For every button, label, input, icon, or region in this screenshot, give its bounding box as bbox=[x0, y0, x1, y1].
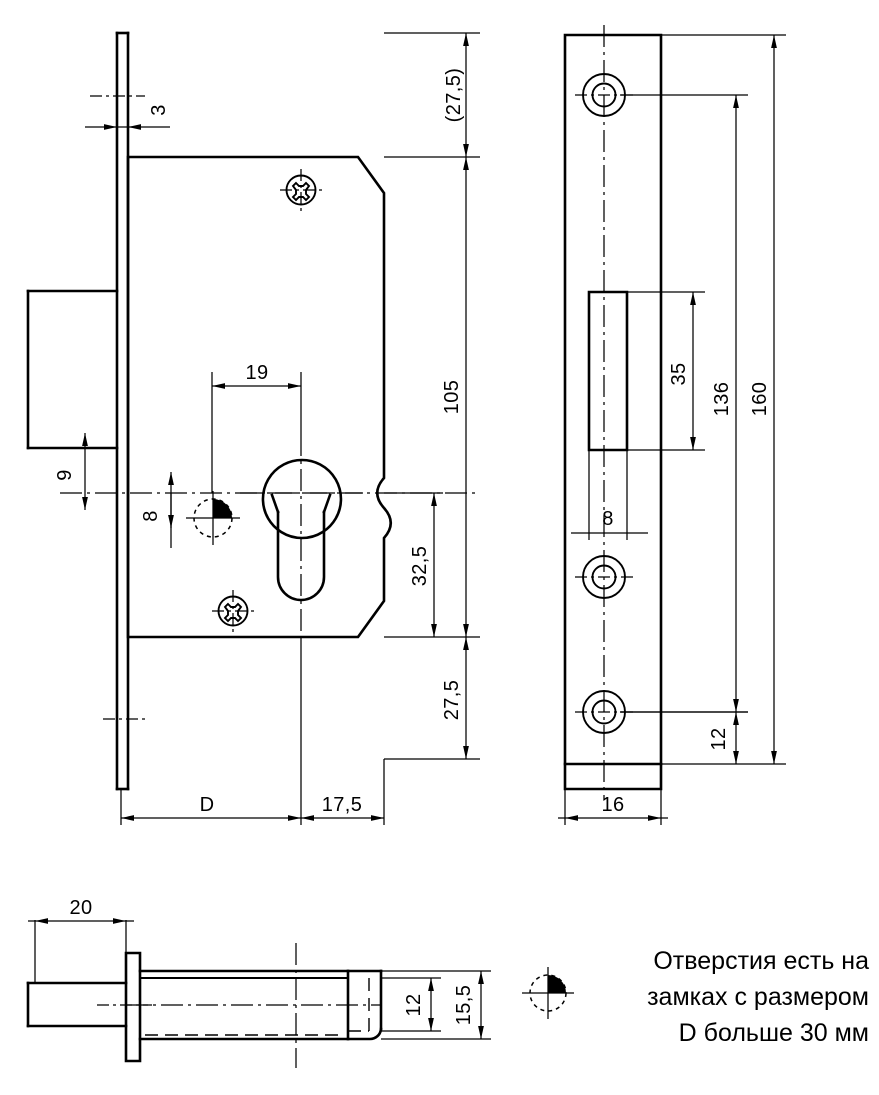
dim-body-height: 105 bbox=[441, 157, 469, 637]
front-view: (27,5) 105 27,5 32,5 bbox=[26, 31, 480, 825]
dim-front-edge-text: 17,5 bbox=[322, 794, 363, 816]
dim-keyhole-height-text: 32,5 bbox=[409, 546, 431, 587]
front-lock-body bbox=[126, 155, 393, 639]
dim-bottom-offset-text: 27,5 bbox=[441, 680, 463, 721]
dim-top-offset-text: (27,5) bbox=[443, 68, 465, 123]
dim-total-length-text: 160 bbox=[749, 382, 771, 417]
dim-bolt-offset-9: 9 bbox=[54, 433, 110, 510]
dim-bolt-offset-9-text: 9 bbox=[54, 469, 76, 481]
dim-total-length-160: 160 bbox=[661, 34, 786, 765]
side-screw-hole-middle bbox=[575, 555, 633, 599]
dim-bottom-hole-text: 12 bbox=[708, 727, 730, 750]
bolt-tail bbox=[26, 981, 152, 1028]
side-view: 160 136 35 8 bbox=[558, 25, 786, 825]
front-screw-upper bbox=[280, 169, 322, 211]
dim-faceplate-offset-text: 20 bbox=[69, 897, 92, 919]
dim-bolt-inner-12: 12 bbox=[381, 977, 441, 1032]
dim-backset-D-text: D bbox=[200, 794, 215, 816]
dim-pin-offset-8: 8 bbox=[140, 472, 174, 548]
dim-bolt-height-text: 15,5 bbox=[453, 985, 475, 1026]
dim-faceplate-width-text: 16 bbox=[601, 794, 624, 816]
dim-backset-19-text: 19 bbox=[245, 362, 268, 384]
dim-hole-spacing-136: 136 bbox=[620, 94, 748, 713]
dim-bolt-inner-text: 12 bbox=[403, 993, 425, 1016]
dim-slot-length-text: 35 bbox=[668, 362, 690, 385]
side-bolt-slot bbox=[587, 290, 629, 452]
dim-slot-length-35: 35 bbox=[627, 291, 705, 451]
dim-body-height-text: 105 bbox=[441, 380, 463, 415]
hole-note-line-3: D больше 30 мм bbox=[679, 1019, 869, 1047]
dim-top-offset: (27,5) bbox=[384, 32, 480, 158]
dim-hole-spacing-text: 136 bbox=[711, 382, 733, 417]
dim-slot-width-8: 8 bbox=[571, 450, 648, 540]
front-option-hole-marker bbox=[186, 491, 240, 545]
dim-faceplate-offset-20: 20 bbox=[28, 897, 134, 983]
front-faceplate bbox=[115, 31, 130, 791]
side-faceplate-outline bbox=[563, 33, 663, 791]
hole-note-legend: Отверстия есть на замках с размером D бо… bbox=[522, 947, 869, 1047]
hole-note-line-2: замках с размером bbox=[647, 983, 869, 1011]
dim-faceplate-width-16: 16 bbox=[558, 764, 668, 825]
dim-bottom-hole-12: 12 bbox=[620, 711, 748, 764]
dim-bottom-offset: 27,5 bbox=[384, 636, 480, 760]
dim-slot-width-text: 8 bbox=[602, 508, 614, 530]
bolt-faceplate bbox=[124, 951, 142, 1063]
hole-note-line-1: Отверстия есть на bbox=[653, 947, 869, 975]
front-screw-lower bbox=[212, 590, 254, 632]
dim-faceplate-thickness-text: 3 bbox=[148, 104, 170, 116]
dim-pin-offset-8-text: 8 bbox=[140, 510, 162, 522]
half-filled-circle-icon bbox=[522, 967, 574, 1019]
dim-bolt-height-155: 15,5 bbox=[381, 970, 491, 1040]
dim-faceplate-thickness: 3 bbox=[85, 95, 170, 130]
bolt-detail-view: 20 12 15,5 bbox=[26, 897, 491, 1068]
front-deadbolt bbox=[26, 289, 119, 450]
front-euro-cylinder-cutout bbox=[240, 434, 363, 638]
dim-bottom-chain: D 17,5 bbox=[120, 638, 385, 825]
dim-backset-19: 19 bbox=[211, 362, 302, 493]
dim-keyhole-height: 32,5 bbox=[384, 492, 443, 637]
